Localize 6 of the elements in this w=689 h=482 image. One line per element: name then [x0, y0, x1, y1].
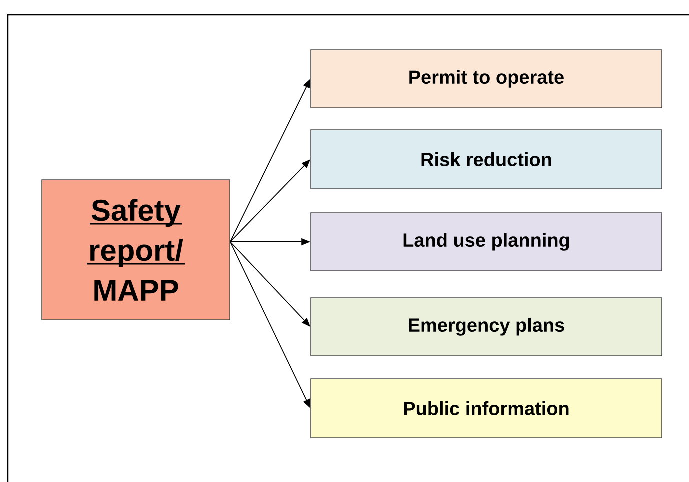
process-box: Permit to operate [310, 50, 662, 108]
process-box: Land use planning [310, 212, 662, 272]
process-box: Public information [310, 378, 662, 438]
source-box: Safety report/ MAPP [42, 180, 230, 320]
process-box: Emergency plans [310, 298, 662, 356]
process-box: Risk reduction [310, 130, 662, 190]
